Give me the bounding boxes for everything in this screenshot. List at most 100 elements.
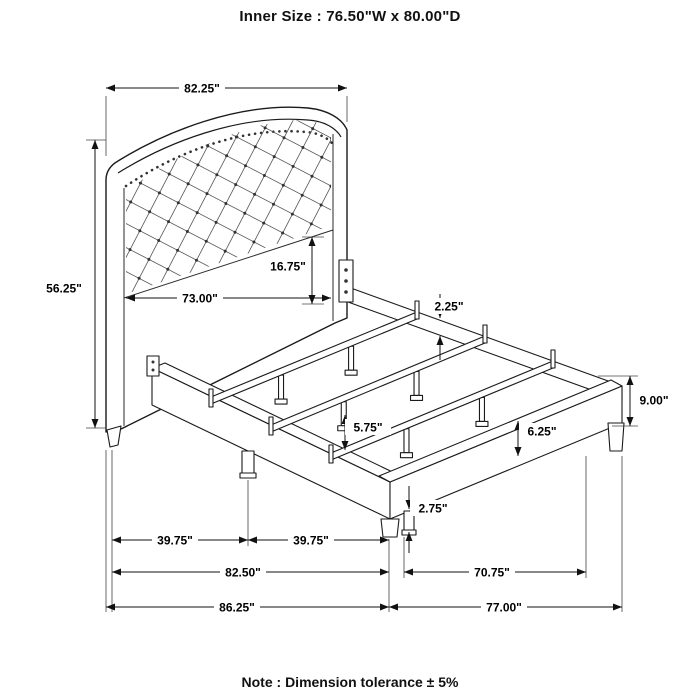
dimension-label: 2.25" bbox=[434, 300, 463, 314]
tuft-line bbox=[126, 120, 331, 130]
tuft-line bbox=[126, 257, 331, 294]
tuft-button bbox=[243, 211, 247, 215]
slat-leg bbox=[277, 374, 285, 400]
tuft-button bbox=[147, 257, 151, 261]
tuft-line bbox=[100, 0, 360, 105]
tuft-button bbox=[167, 220, 170, 224]
tuft-line bbox=[126, 233, 331, 294]
slat-leg bbox=[413, 370, 420, 397]
dimension-label: 16.75" bbox=[270, 260, 306, 274]
slat-foot bbox=[409, 394, 424, 402]
dim-headboard-width: 82.25" bbox=[105, 80, 348, 156]
dimension-label-bg bbox=[220, 564, 266, 580]
tuft-button bbox=[204, 239, 208, 243]
dimension-label-bg bbox=[469, 564, 515, 580]
tuft-button bbox=[329, 184, 331, 188]
tuft-button bbox=[128, 248, 132, 252]
tuft-button bbox=[319, 203, 323, 207]
slat-foot bbox=[475, 420, 489, 427]
tuft-button bbox=[129, 200, 133, 204]
tuft-button bbox=[226, 107, 229, 110]
slat-leg bbox=[348, 345, 355, 371]
slat-bracket bbox=[550, 349, 556, 369]
dimension-label-bg bbox=[41, 280, 87, 296]
tuft-button bbox=[309, 222, 313, 226]
tuft-line bbox=[173, 120, 315, 294]
tuft-button bbox=[157, 191, 161, 195]
slat-bracket bbox=[208, 388, 214, 408]
dimension-label: 70.75" bbox=[474, 566, 510, 580]
tuft-button bbox=[253, 145, 257, 149]
tuft-button bbox=[311, 127, 315, 131]
tuft-button bbox=[215, 173, 219, 177]
foot-rail-face bbox=[389, 385, 623, 520]
slat-leg bbox=[403, 428, 410, 454]
slat-bracket bbox=[482, 324, 488, 344]
tuft-line bbox=[126, 120, 331, 178]
tuft-button bbox=[167, 172, 171, 176]
dimension-label: 9.00" bbox=[639, 394, 668, 408]
tuft-button bbox=[225, 154, 229, 158]
headboard-top-edge bbox=[117, 118, 342, 174]
tuft-button bbox=[234, 183, 238, 187]
rail-bracket bbox=[146, 355, 160, 377]
tuft-button bbox=[262, 221, 266, 225]
tuft-button bbox=[148, 210, 152, 214]
dimension-label: 82.50" bbox=[225, 566, 261, 580]
bolt-hole bbox=[151, 360, 155, 364]
dim-frame-height: 9.00" bbox=[598, 375, 677, 427]
bolt-hole bbox=[151, 368, 155, 372]
tuft-button bbox=[101, 210, 104, 213]
tuft-button bbox=[291, 164, 295, 168]
tuft-button bbox=[139, 181, 142, 185]
dimension-label-bg bbox=[177, 290, 223, 306]
tuft-button bbox=[206, 144, 210, 148]
nailhead-trim bbox=[124, 129, 337, 188]
panel-seam bbox=[123, 229, 334, 299]
dim-side-rail-length: 82.50" bbox=[112, 564, 389, 580]
slat-bracket bbox=[268, 416, 274, 436]
tuft-line bbox=[245, 120, 331, 294]
dimension-label: 5.75" bbox=[353, 421, 382, 435]
slat-rails bbox=[208, 300, 556, 464]
dimension-label-bg bbox=[426, 298, 472, 314]
tuft-button bbox=[223, 249, 227, 253]
dimension-label: 39.75" bbox=[293, 534, 329, 548]
tuft-button bbox=[166, 267, 170, 271]
foot-rail-top bbox=[378, 379, 623, 483]
tuft-button bbox=[244, 164, 247, 168]
tuft-button bbox=[348, 242, 351, 245]
tuft-button bbox=[330, 136, 331, 140]
tuft-button bbox=[233, 230, 237, 234]
dim-foot-inner-width: 70.75" bbox=[403, 456, 587, 580]
dim-headboard-height: 56.25" bbox=[41, 139, 106, 429]
tuft-button bbox=[301, 146, 305, 149]
tuft-button bbox=[99, 305, 102, 308]
slat-leg bbox=[478, 396, 486, 422]
headboard-outline bbox=[105, 106, 348, 433]
slat-rail-2 bbox=[268, 324, 488, 436]
slat-foot bbox=[399, 452, 414, 459]
tuft-button bbox=[138, 229, 142, 233]
dimension-label-bg bbox=[519, 423, 565, 439]
dimension-label: 2.75" bbox=[418, 502, 447, 516]
far-side-rail bbox=[347, 286, 623, 402]
dimension-label-bg bbox=[631, 392, 677, 408]
tuft-button bbox=[272, 202, 275, 206]
dimension-label: 73.00" bbox=[182, 292, 218, 306]
bolt-hole bbox=[344, 268, 348, 272]
side-rail-center-leg bbox=[241, 450, 255, 474]
dimension-label: 56.25" bbox=[46, 282, 82, 296]
tuft-button bbox=[196, 163, 200, 167]
tuft-button bbox=[281, 231, 285, 235]
tuft-button bbox=[262, 174, 266, 177]
tuft-button bbox=[186, 182, 190, 186]
slat-bracket bbox=[414, 300, 420, 320]
tuft-button bbox=[176, 248, 180, 252]
tuft-button bbox=[281, 183, 285, 187]
tuft-line bbox=[197, 120, 331, 294]
tolerance-note: Note : Dimension tolerance ± 5% bbox=[241, 674, 459, 690]
tuft-button bbox=[224, 202, 228, 205]
tuft-button bbox=[252, 240, 256, 244]
dimensions-layer: 82.25"73.00"39.75"39.75"82.50"70.75"86.2… bbox=[41, 80, 677, 615]
